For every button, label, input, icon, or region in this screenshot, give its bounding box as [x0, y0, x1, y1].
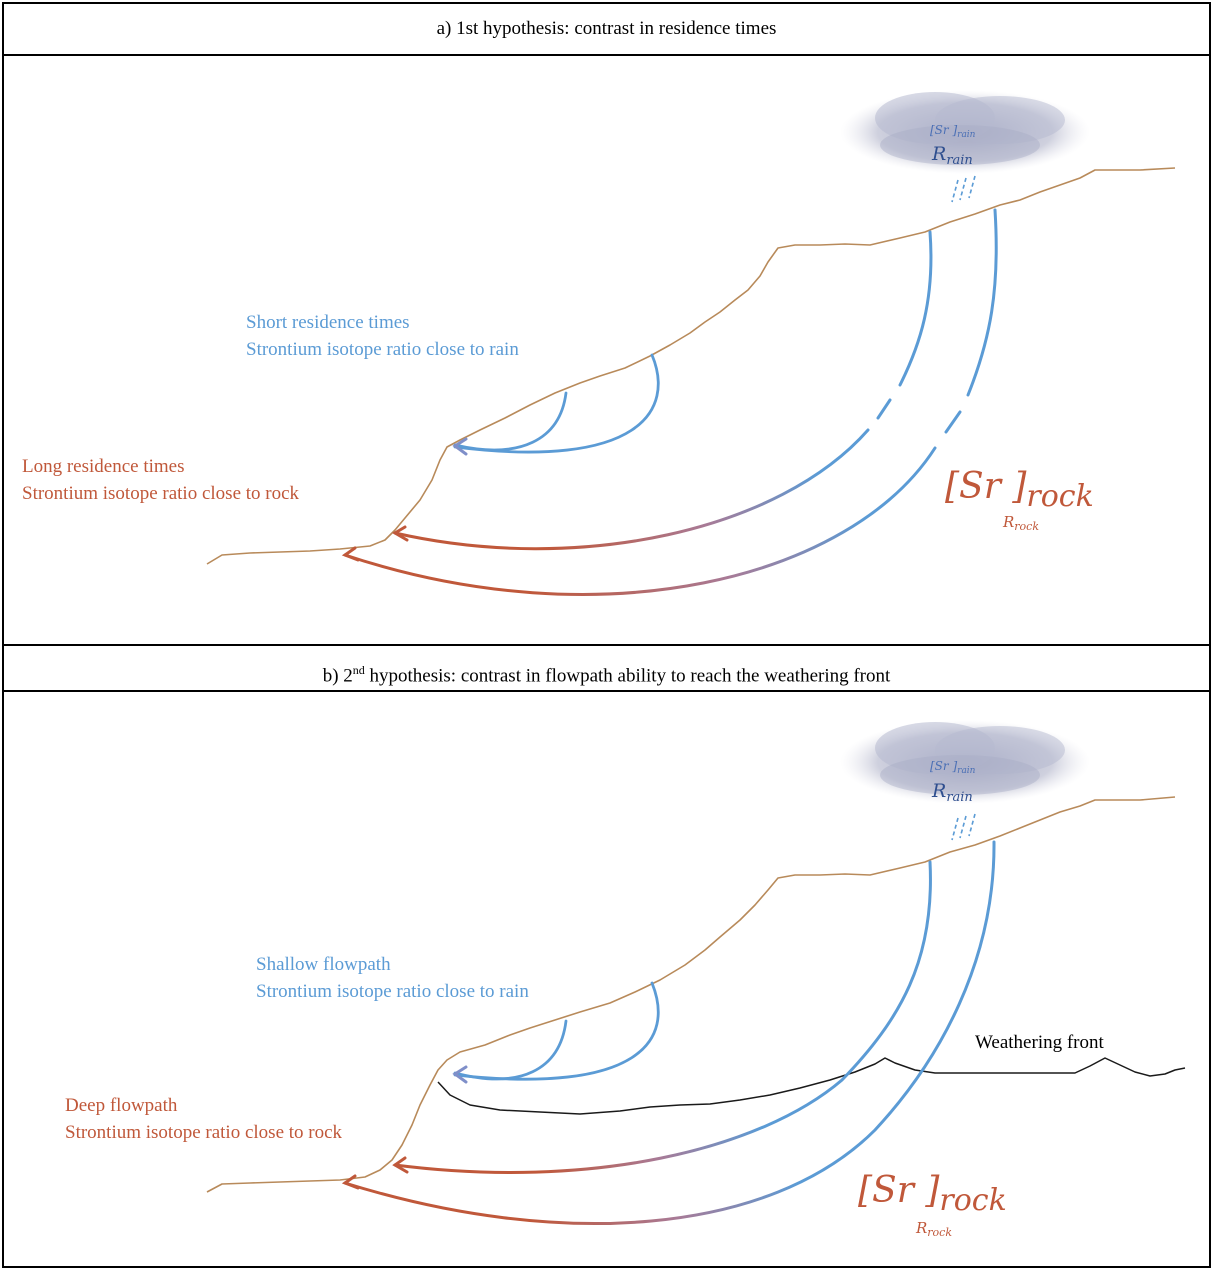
arrowhead-icon	[452, 1065, 468, 1084]
flowpath-long-inner	[393, 230, 933, 551]
panel-a-title: a) 1st hypothesis: contrast in residence…	[2, 2, 1211, 56]
long-residence-label: Long residence times	[22, 456, 185, 477]
panel-b-title: b) 2nd hypothesis: contrast in flowpath …	[2, 644, 1211, 692]
rain-drops-icon	[951, 813, 976, 841]
weathering-front-label: Weathering front	[975, 1032, 1105, 1053]
flowpath-shallow-inner	[453, 1019, 568, 1081]
rain-drops-icon	[951, 175, 976, 203]
rain-cloud	[840, 90, 1090, 174]
deep-flowpath-label: Deep flowpath	[65, 1095, 178, 1116]
flowpath-short-outer	[453, 353, 660, 454]
hillslope-surface	[206, 167, 1176, 565]
shallow-flowpath-label: Shallow flowpath	[256, 954, 391, 975]
svg-text:[Sr ]rain: [Sr ]rain	[930, 759, 976, 776]
arrowhead-icon	[341, 1174, 360, 1190]
weathering-front-line	[437, 1057, 1186, 1115]
flowpath-long-outer	[343, 208, 998, 596]
rain-cloud	[840, 720, 1090, 804]
arrowhead-icon	[392, 525, 409, 542]
flowpath-deep-outer	[343, 840, 996, 1226]
svg-text:Rrain: Rrain	[931, 143, 973, 168]
short-ratio-label: Strontium isotope ratio close to rain	[246, 339, 519, 360]
arrowhead-icon	[452, 437, 468, 456]
panel-a-diagram: [Sr ]rain Rrain Short residence times S	[22, 90, 1176, 596]
svg-text:Rrock: Rrock	[1002, 513, 1039, 533]
flowpath-deep-inner	[393, 860, 932, 1174]
flowpath-shallow-outer	[453, 981, 660, 1081]
panel-b-diagram: [Sr ]rain Rrain Shallow flowpath Stronti…	[65, 720, 1186, 1239]
flowpath-short-inner	[453, 391, 568, 452]
long-ratio-label: Strontium isotope ratio close to rock	[22, 483, 300, 504]
arrowhead-icon	[341, 546, 360, 562]
hillslope-surface	[206, 796, 1176, 1193]
svg-text:Rrain: Rrain	[931, 780, 973, 805]
shallow-ratio-label: Strontium isotope ratio close to rain	[256, 981, 529, 1002]
svg-text:Rrock: Rrock	[915, 1219, 952, 1239]
svg-text:[Sr ]rain: [Sr ]rain	[930, 123, 976, 140]
deep-ratio-label: Strontium isotope ratio close to rock	[65, 1122, 343, 1143]
short-residence-label: Short residence times	[246, 312, 410, 333]
svg-text:[Sr ]rock: [Sr ]rock	[858, 1170, 1007, 1218]
svg-text:[Sr ]rock: [Sr ]rock	[945, 466, 1094, 514]
arrowhead-icon	[392, 1156, 409, 1174]
